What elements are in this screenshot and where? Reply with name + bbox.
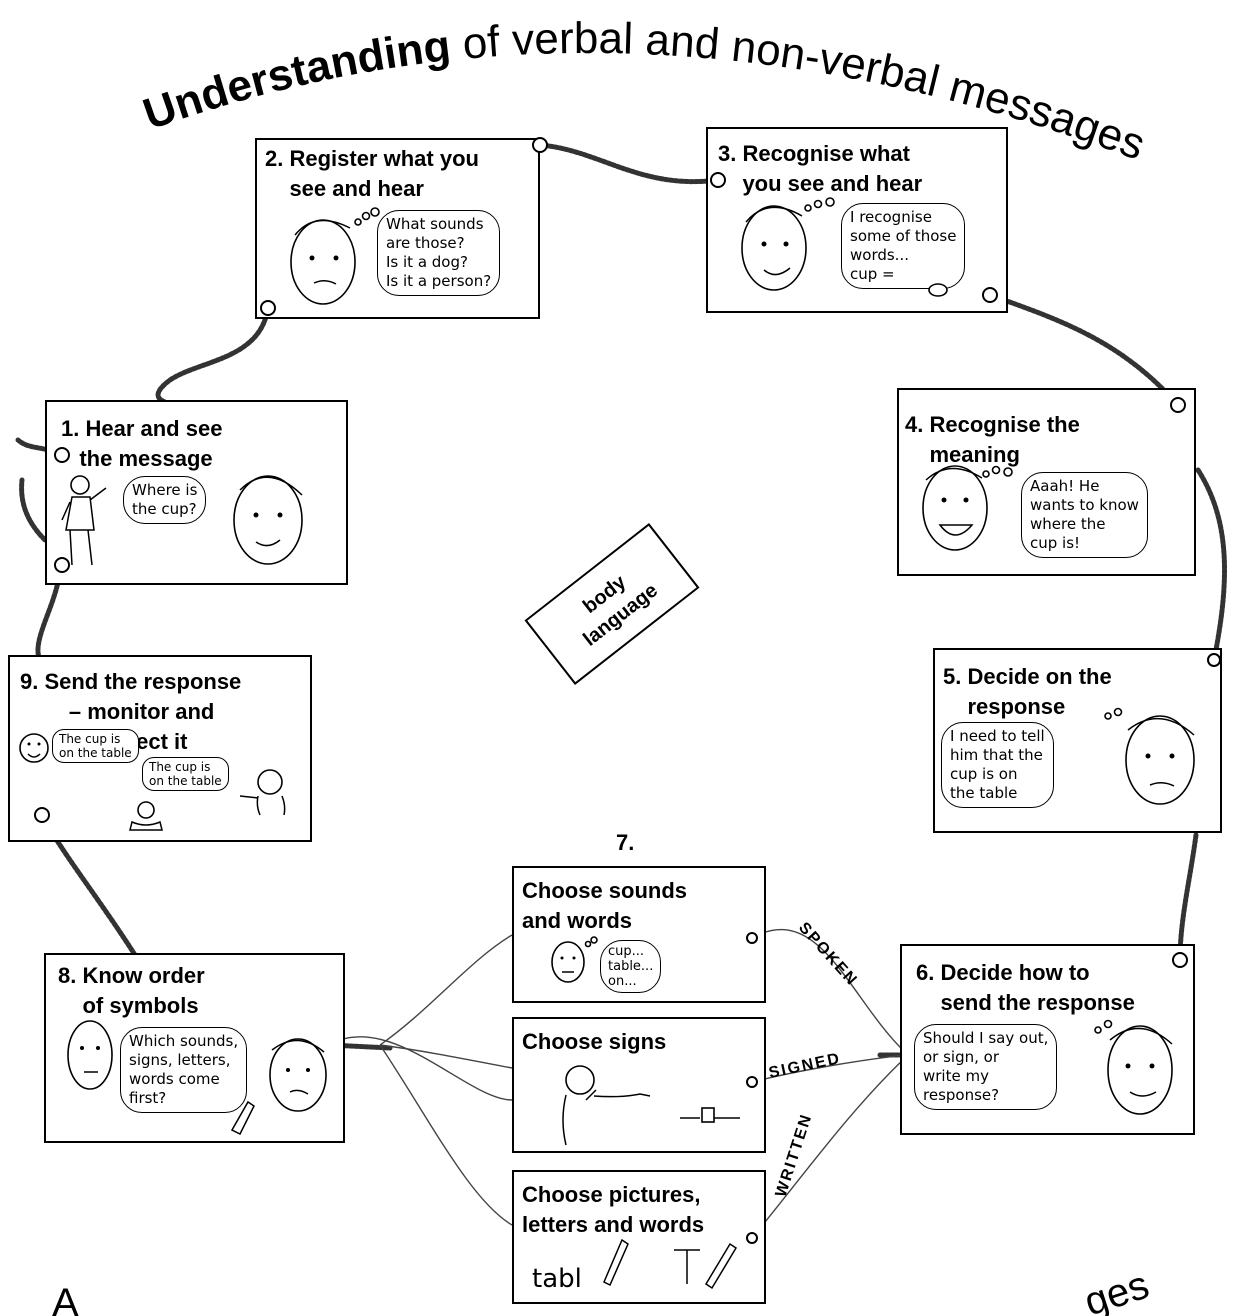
rope-3-to-4 — [987, 292, 1181, 408]
card-8-know-order: 8. Know order of symbols Which sounds, s… — [44, 953, 345, 1143]
rope-1-tail-2 — [19, 477, 48, 543]
string-8-to-7a — [379, 934, 513, 1046]
card-2-thought-bubble: What sounds are those? Is it a dog? Is i… — [377, 210, 501, 296]
card-6-thought-bubble: Should I say out, or sign, or write my r… — [914, 1024, 1058, 1110]
card-5-decide-response: 5. Decide on the response I need to tell… — [933, 648, 1222, 833]
channel-spoken-label: SPOKEN — [795, 919, 861, 990]
card-1-speech-bubble: Where is the cup? — [123, 476, 207, 524]
card-9-speech-bubble: The cup is on the table — [52, 729, 139, 763]
card-7-number: 7. — [616, 830, 634, 855]
card-7a-thought-bubble: cup... table... on... — [600, 940, 662, 993]
card-3-thought-bubble: I recognise some of those words... cup = — [841, 203, 966, 289]
card-1-title: 1. Hear and see the message — [61, 416, 223, 471]
card-2-register: 2. Register what you see and hear What s… — [255, 138, 540, 319]
card-7b-title: Choose signs — [522, 1029, 667, 1054]
rope-4-to-5 — [1195, 467, 1227, 663]
string-8-fray — [339, 1036, 513, 1101]
string-7a-to-6 — [751, 929, 906, 1053]
card-4-title: 4. Recognise the meaning — [905, 412, 1080, 467]
card-7b-signs: Choose signs — [512, 1017, 766, 1153]
title-bold-word: Understanding — [137, 21, 453, 139]
card-9-thought-bubble: The cup is on the table — [142, 757, 229, 791]
card-4-recognise-meaning: 4. Recognise the meaning Aaah! He wants … — [897, 388, 1196, 576]
bottom-right-fragment: ges — [1079, 1263, 1154, 1316]
card-7c-scribble: tabl — [532, 1264, 582, 1294]
card-1-hear-and-see: 1. Hear and see the message Where is the… — [45, 400, 348, 585]
channel-signed-label: SIGNED — [767, 1050, 842, 1082]
card-2-title: 2. Register what you see and hear — [265, 146, 479, 201]
card-6-title: 6. Decide how to send the response — [916, 960, 1135, 1015]
card-7a-sounds-words: Choose sounds and words cup... table... … — [512, 866, 766, 1003]
card-3-recognise-what: 3. Recognise what you see and hear I rec… — [706, 127, 1008, 313]
card-6-decide-how: 6. Decide how to send the response Shoul… — [900, 944, 1195, 1135]
string-8-to-7c — [379, 1044, 513, 1226]
card-3-title: 3. Recognise what you see and hear — [718, 141, 923, 196]
body-language-box: body language — [524, 523, 700, 685]
string-8-to-7b — [379, 1044, 513, 1069]
card-8-title: 8. Know order of symbols — [58, 963, 205, 1018]
rope-2-to-3 — [537, 142, 721, 184]
card-5-title: 5. Decide on the response — [943, 664, 1112, 719]
string-7b-to-6 — [751, 1054, 906, 1083]
card-7c-title: Choose pictures, letters and words — [522, 1182, 705, 1237]
card-4-thought-bubble: Aaah! He wants to know where the cup is! — [1021, 472, 1148, 558]
string-7c-to-6 — [751, 1057, 906, 1239]
bottom-left-fragment: A — [52, 1281, 79, 1316]
card-5-thought-bubble: I need to tell him that the cup is on th… — [941, 722, 1054, 808]
rope-5-to-6 — [1177, 832, 1199, 963]
card-9-send-response: 9. Send the response – monitor and corre… — [8, 655, 312, 842]
card-8-thought-bubble: Which sounds, signs, letters, words come… — [120, 1027, 248, 1113]
rope-1-to-2 — [155, 305, 271, 405]
card-7a-title: Choose sounds and words — [522, 878, 688, 933]
card-7c-pictures-letters: Choose pictures, letters and words tabl — [512, 1170, 766, 1304]
